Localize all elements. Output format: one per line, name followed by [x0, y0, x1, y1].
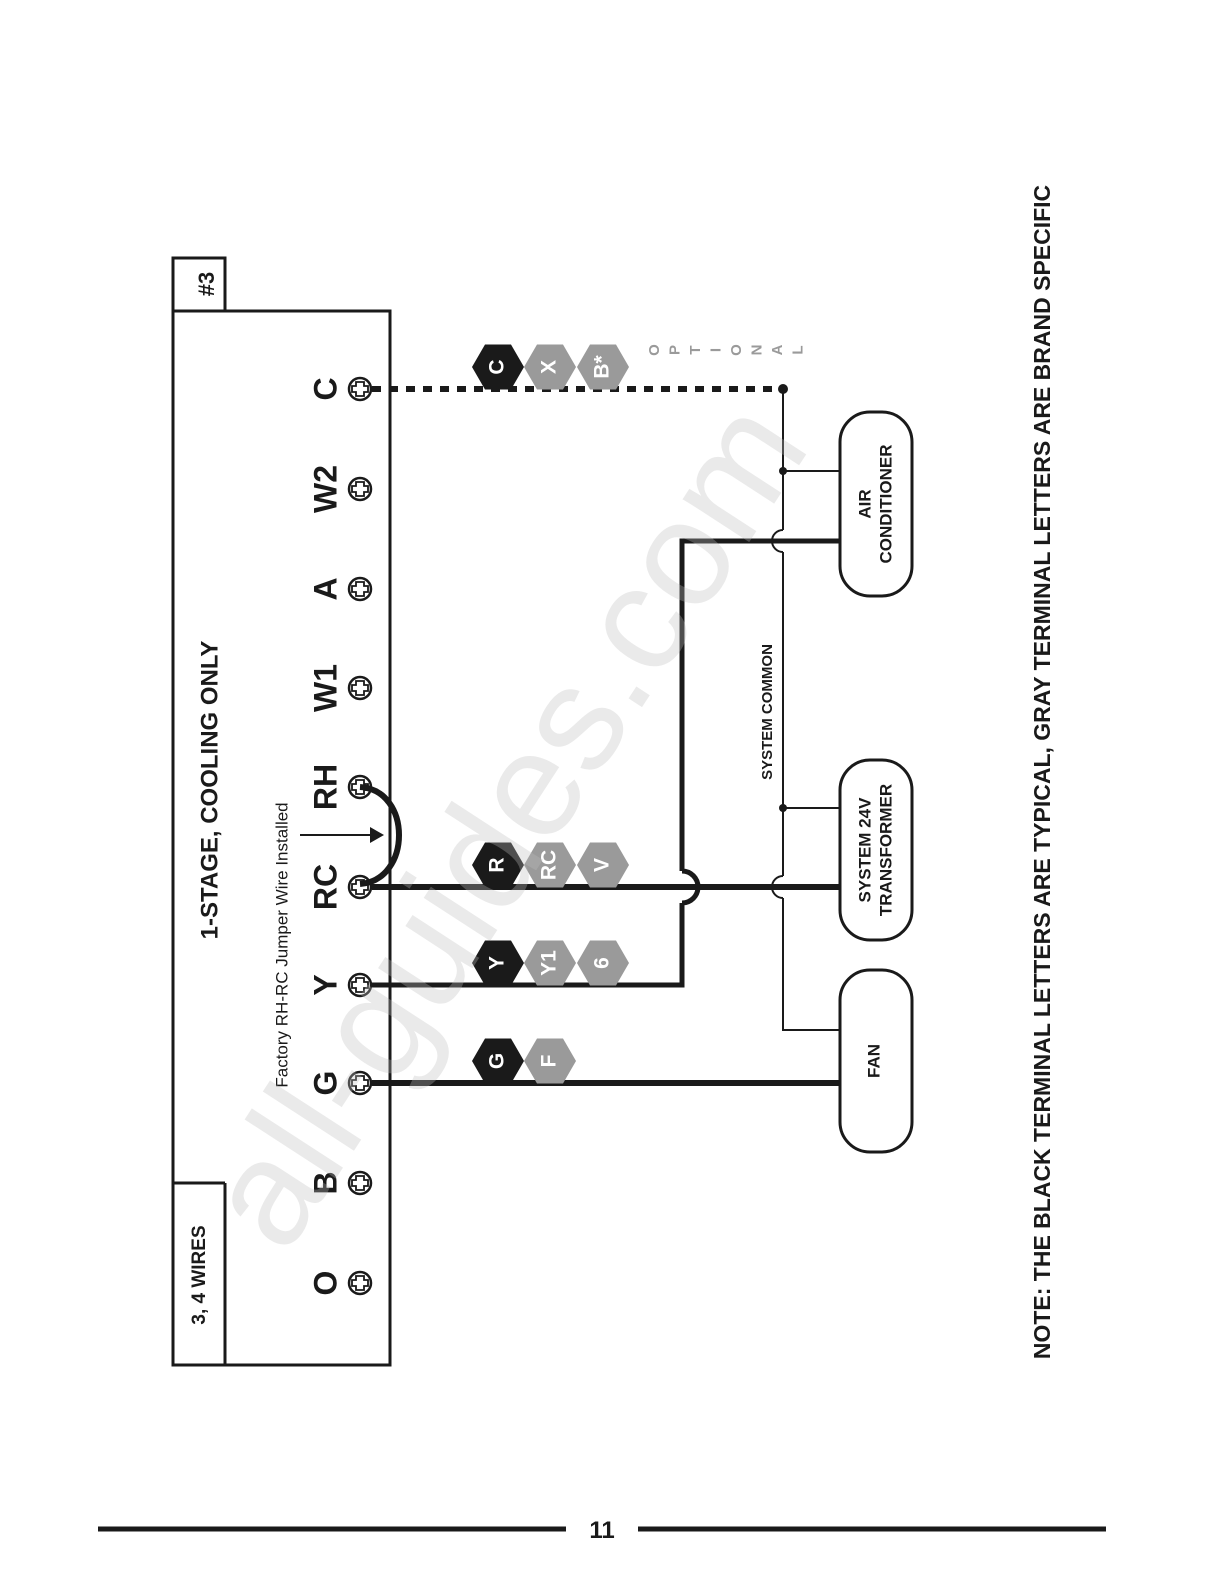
- terminal-screw-c-icon: [349, 378, 371, 400]
- terminal-screw-o-icon: [349, 1272, 371, 1294]
- system-common-label: SYSTEM COMMON: [759, 644, 776, 780]
- air-conditioner-label-2: CONDITIONER: [876, 445, 895, 564]
- jumper-arrow-head: [370, 827, 384, 843]
- fan-label: FAN: [864, 1044, 883, 1078]
- optional-letter: I: [707, 348, 724, 352]
- wires-label: 3, 4 WIRES: [189, 1225, 210, 1324]
- optional-letter: P: [666, 345, 683, 355]
- brand-note: NOTE: THE BLACK TERMINAL LETTERS ARE TYP…: [1029, 185, 1055, 1359]
- air-conditioner-label-1: AIR: [855, 489, 874, 518]
- system-common-bottom: [783, 898, 840, 1030]
- terminal-label-c: C: [307, 377, 343, 400]
- hex-label-c-b: B*: [591, 355, 614, 379]
- optional-letter: L: [789, 345, 806, 354]
- hex-label-c-x: X: [538, 360, 561, 374]
- terminal-label-o: O: [307, 1271, 343, 1296]
- transformer-label-2: TRANSFORMER: [876, 784, 895, 916]
- transformer-junction-dot: [779, 804, 787, 812]
- terminal-screw-w2-icon: [349, 478, 371, 500]
- hex-label-g-f: F: [538, 1054, 561, 1067]
- hex-label-r-v: V: [591, 858, 614, 872]
- terminal-screw-w1-icon: [349, 677, 371, 699]
- optional-letter: T: [687, 345, 704, 354]
- transformer-label-1: SYSTEM 24V: [855, 797, 874, 903]
- terminal-label-rh: RH: [307, 764, 343, 810]
- hex-label-g-g: G: [486, 1053, 509, 1069]
- terminal-screw-a-icon: [349, 578, 371, 600]
- terminal-label-w1: W1: [307, 664, 343, 712]
- terminal-label-rc: RC: [307, 864, 343, 910]
- optional-letter: A: [769, 344, 786, 355]
- hex-label-y-6: 6: [591, 957, 614, 969]
- hex-label-c-c: C: [486, 359, 509, 374]
- optional-letter: O: [728, 344, 745, 356]
- watermark: all-guides.com: [171, 372, 839, 1275]
- page-number: 11: [589, 1517, 614, 1544]
- optional-letter: N: [748, 345, 765, 356]
- diagram-title: 1-STAGE, COOLING ONLY: [196, 641, 223, 940]
- config-number: #3: [194, 272, 219, 296]
- optional-letter: O: [646, 344, 663, 356]
- terminal-label-w2: W2: [307, 465, 343, 513]
- terminal-label-a: A: [307, 577, 343, 600]
- hex-label-y-y1: Y1: [538, 950, 561, 976]
